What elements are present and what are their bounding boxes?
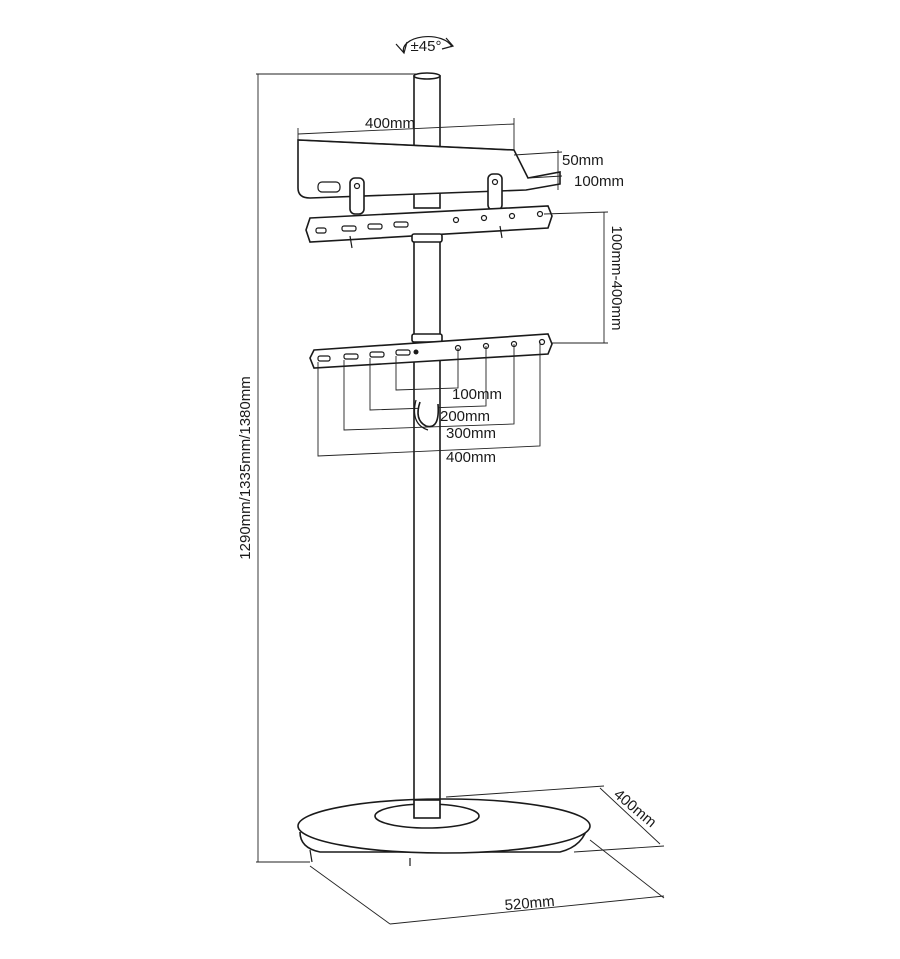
bracket-spacing-dimensions: 100mm 200mm 300mm 400mm xyxy=(317,342,541,466)
shelf-depth-label-2: 100mm xyxy=(574,173,624,190)
upper-bracket xyxy=(305,205,553,249)
shelf-left-arm xyxy=(349,177,365,215)
spacing-400-label: 400mm xyxy=(446,449,496,466)
shelf-depth-label-1: 50mm xyxy=(562,152,604,169)
base-width-dimension: 520mm xyxy=(309,839,665,925)
rotation-arrow-left-icon xyxy=(395,41,408,55)
base-depth-label: 400mm xyxy=(610,786,659,831)
vertical-range-label: 100mm-400mm xyxy=(608,225,625,330)
base xyxy=(297,798,591,866)
cable-clip xyxy=(413,399,440,431)
pole xyxy=(413,72,441,826)
base-width-label: 520mm xyxy=(504,893,555,914)
rotation-arc-icon xyxy=(402,35,453,54)
shelf: 400mm 50mm 100mm xyxy=(297,115,624,215)
overall-height-label: 1290mm/1335mm/1380mm xyxy=(237,376,254,559)
spacing-300-label: 300mm xyxy=(446,425,496,442)
shelf-width-label: 400mm xyxy=(365,115,415,132)
vertical-range-dimension: 100mm-400mm xyxy=(543,211,625,344)
lower-bracket xyxy=(309,333,553,369)
rotation-label: ±45° xyxy=(411,38,442,55)
overall-height-dimension: 1290mm/1335mm/1380mm xyxy=(237,73,418,863)
spacing-200-label: 200mm xyxy=(440,408,490,425)
rotation-indicator: ±45° xyxy=(395,35,455,55)
spacing-100-label: 100mm xyxy=(452,386,502,403)
rotation-arrow-right-icon xyxy=(441,37,455,50)
